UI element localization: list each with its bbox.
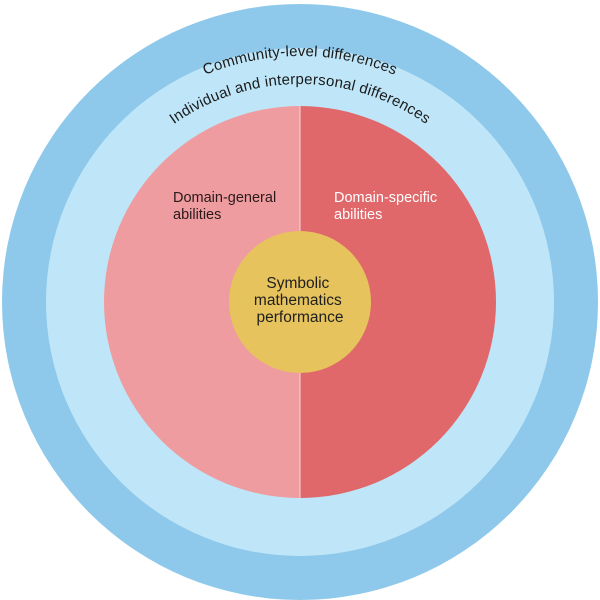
domain-specific-label: Domain-specific abilities — [334, 190, 441, 223]
symbolic-math-core — [229, 231, 371, 373]
domain-general-label-line2: abilities — [173, 207, 221, 223]
domain-specific-label-line2: abilities — [334, 207, 382, 223]
domain-general-label-line1: Domain-general — [173, 190, 276, 206]
symbolic-math-label: Symbolic mathematics performance — [254, 275, 346, 326]
symbolic-math-label-line3: performance — [256, 309, 343, 326]
domain-specific-half — [300, 106, 496, 498]
domain-specific-label-line1: Domain-specific — [334, 190, 437, 206]
symbolic-math-label-line1: Symbolic — [266, 275, 329, 292]
domain-general-half — [104, 106, 300, 498]
symbolic-math-label-line2: mathematics — [254, 292, 342, 309]
domain-general-label: Domain-general abilities — [173, 190, 280, 223]
